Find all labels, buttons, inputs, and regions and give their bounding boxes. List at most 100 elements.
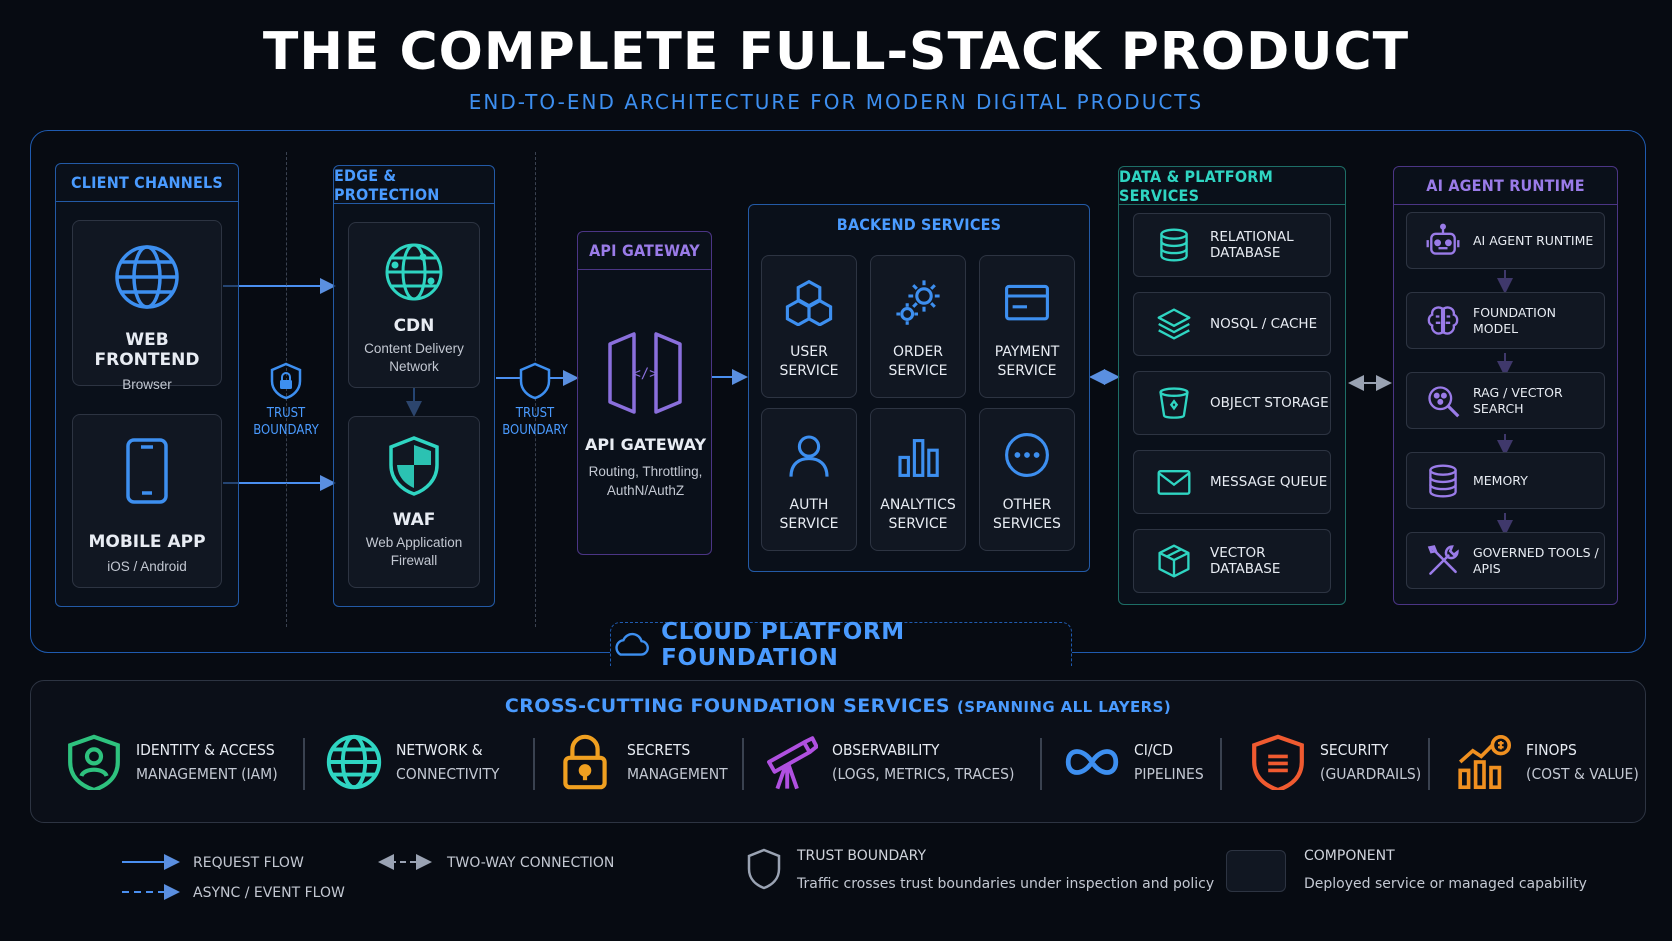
backend-services-heading: BACKEND SERVICES (836, 214, 1002, 234)
crosscut-separator (742, 738, 744, 790)
web-frontend-name: WEB FRONTEND (94, 330, 200, 370)
trust-boundary-1-line2: BOUNDARY (253, 423, 319, 438)
data-item-label: MESSAGE QUEUE (1210, 474, 1328, 490)
cloud-platform-foundation-label: CLOUD PLATFORM FOUNDATION (661, 618, 905, 671)
api-gateway-panel: API GATEWAY </> API GATEWAY Routing, Thr… (577, 231, 712, 555)
web-frontend-card[interactable]: WEB FRONTEND Browser (72, 220, 222, 392)
cdn-desc-line1: Content Delivery (364, 341, 464, 356)
ai-item-label: FOUNDATION MODEL (1473, 304, 1557, 336)
shield-icon (389, 436, 439, 496)
user-icon (789, 435, 829, 477)
legend-component-desc: Deployed service or managed capability (1304, 876, 1587, 892)
cube-icon (1158, 544, 1190, 578)
client-channels-heading: CLIENT CHANNELS (56, 164, 238, 202)
client-channels-panel: CLIENT CHANNELS WEB FRONTEND Browser MOB… (55, 163, 239, 607)
cloud-platform-foundation-tab: CLOUD PLATFORM FOUNDATION (610, 619, 1072, 671)
layers-icon (1157, 308, 1191, 340)
ai-item-label: GOVERNED TOOLS / APIS (1473, 544, 1599, 576)
ai-item-3[interactable]: MEMORY (1406, 452, 1605, 509)
legend-trust-desc: Traffic crosses trust boundaries under i… (797, 876, 1215, 892)
shield-icon (1252, 734, 1304, 790)
data-item-2[interactable]: OBJECT STORAGE (1133, 371, 1331, 435)
crosscut-item-6[interactable]: FINOPS(COST & VALUE) (1456, 722, 1639, 802)
data-item-label: NOSQL / CACHE (1210, 316, 1318, 332)
trust-boundary-2-line2: BOUNDARY (502, 423, 568, 438)
legend-component-swatch (1226, 850, 1286, 892)
padlock-icon (563, 734, 607, 790)
ai-item-1[interactable]: FOUNDATION MODEL (1406, 292, 1605, 349)
page-title: THE COMPLETE FULL-STACK PRODUCT (262, 22, 1410, 82)
ai-item-label: MEMORY (1473, 472, 1528, 488)
api-gateway-desc-line1: Routing, Throttling, (588, 464, 703, 479)
crosscut-item-1[interactable]: NETWORK &CONNECTIVITY (326, 722, 499, 802)
cross-cutting-panel: CROSS-CUTTING FOUNDATION SERVICES (SPANN… (30, 680, 1646, 823)
ai-item-0[interactable]: AI AGENT RUNTIME (1406, 212, 1605, 269)
brain-icon (1427, 305, 1459, 335)
api-gateway-desc-line2: AuthN/AuthZ (606, 483, 685, 498)
trust-boundary-2-line1: TRUST (515, 406, 555, 421)
data-item-4[interactable]: VECTOR DATABASE (1133, 529, 1331, 593)
gateway-icon: </> (608, 332, 682, 414)
api-gateway-heading: API GATEWAY (578, 232, 711, 270)
magnifier-icon (1428, 385, 1460, 417)
gears-icon (896, 280, 940, 325)
crosscut-separator (1220, 738, 1222, 790)
mobile-app-card[interactable]: MOBILE APP iOS / Android (72, 414, 222, 588)
ai-item-label: RAG / VECTOR SEARCH (1473, 384, 1563, 416)
shield-user-icon (68, 734, 120, 790)
waf-desc-line1: Web Application (365, 535, 463, 550)
ai-item-4[interactable]: GOVERNED TOOLS / APIS (1406, 532, 1605, 589)
bar-chart-icon (898, 439, 939, 477)
legend-twoway-line (378, 854, 432, 870)
cross-cutting-title-small: (SPANNING ALL LAYERS) (957, 698, 1172, 716)
tools-icon (1427, 544, 1459, 575)
legend-request-line (122, 854, 180, 892)
network-globe-icon (385, 243, 443, 301)
data-item-1[interactable]: NOSQL / CACHE (1133, 292, 1331, 356)
card-icon (1005, 284, 1049, 321)
crosscut-label: OBSERVABILITY(LOGS, METRICS, TRACES) (832, 741, 1015, 783)
data-item-label: OBJECT STORAGE (1210, 395, 1329, 411)
globe-icon (326, 734, 382, 790)
legend-trust-title: TRUST BOUNDARY (797, 848, 927, 864)
svg-text:</>: </> (632, 366, 657, 382)
crosscut-item-3[interactable]: OBSERVABILITY(LOGS, METRICS, TRACES) (762, 722, 1014, 802)
trust-boundary-1: TRUST BOUNDARY (246, 362, 326, 439)
data-item-3[interactable]: MESSAGE QUEUE (1133, 450, 1331, 514)
crosscut-item-5[interactable]: SECURITY(GUARDRAILS) (1250, 722, 1421, 802)
globe-icon (115, 245, 179, 309)
legend-async-line (122, 884, 180, 900)
ai-item-2[interactable]: RAG / VECTOR SEARCH (1406, 372, 1605, 429)
trust-boundary-1-line1: TRUST (266, 406, 306, 421)
waf-name: WAF (392, 510, 436, 530)
api-gateway-desc: Routing, Throttling, AuthN/AuthZ (578, 462, 713, 500)
edge-protection-heading: EDGE & PROTECTION (334, 166, 494, 204)
data-item-label: VECTOR DATABASE (1210, 545, 1281, 577)
cubes-icon (785, 279, 833, 327)
robot-icon (1426, 223, 1460, 255)
finops-icon (1458, 734, 1512, 790)
cdn-name: CDN (393, 316, 435, 336)
legend-twoway-label: TWO-WAY CONNECTION (447, 855, 615, 871)
mobile-app-desc: iOS / Android (107, 559, 187, 574)
